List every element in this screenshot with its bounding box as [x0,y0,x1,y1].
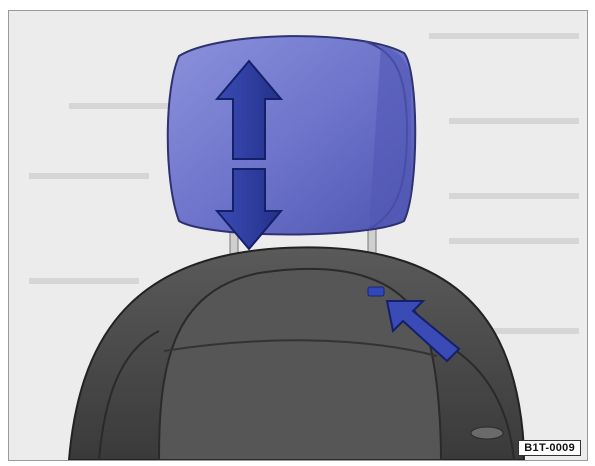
headrest-adjustment-illustration: B1T-0009 [8,10,588,461]
figure-code: B1T-0009 [518,440,581,456]
release-button [368,287,384,296]
headrest [168,36,416,234]
illustration-canvas [9,11,587,460]
